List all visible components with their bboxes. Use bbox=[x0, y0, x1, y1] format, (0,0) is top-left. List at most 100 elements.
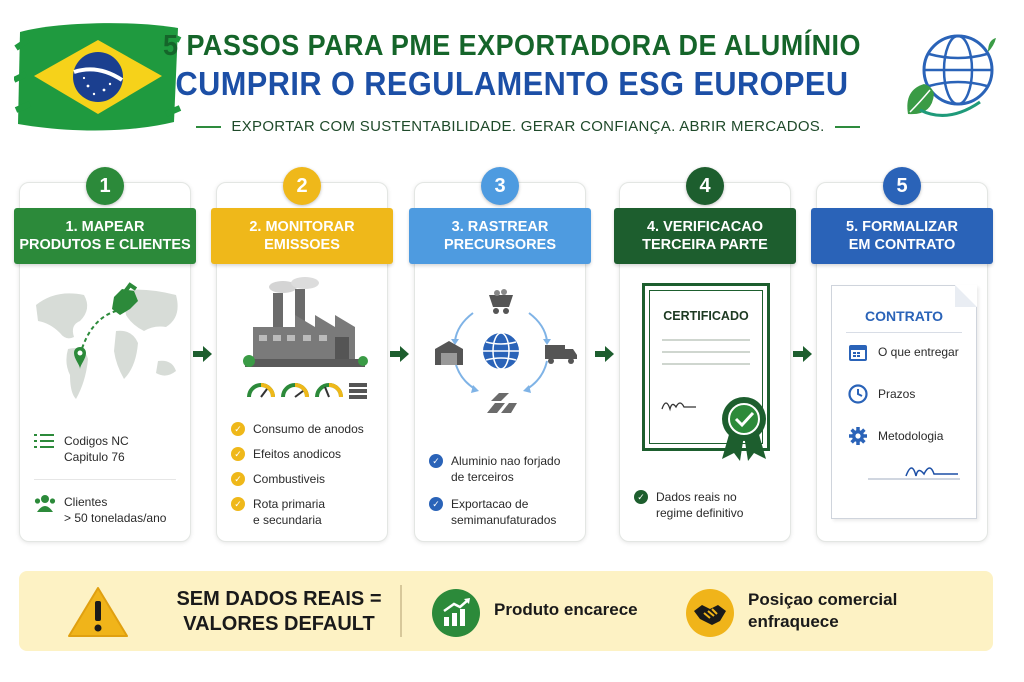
step-title-line: PRODUTOS E CLIENTES bbox=[19, 237, 191, 253]
step-title: 3. RASTREAR PRECURSORES bbox=[409, 208, 591, 264]
list-item-text: Dados reais no regime definitivo bbox=[656, 489, 743, 521]
list-item-text: Consumo de anodos bbox=[253, 422, 364, 436]
list-item-line: regime definitivo bbox=[656, 506, 744, 520]
list-item-line: de terceiros bbox=[451, 470, 514, 484]
handshake-icon bbox=[686, 589, 734, 637]
people-icon bbox=[34, 495, 56, 512]
step-title: 4. VERIFICACAO TERCEIRA PARTE bbox=[614, 208, 796, 264]
page-title: 5 PASSOS PARA PME EXPORTADORA DE ALUMÍNI… bbox=[163, 30, 861, 62]
certificate-icon: CERTIFICADO bbox=[642, 283, 770, 451]
list-item: ✓ Exportacao de semimanufaturados bbox=[429, 496, 577, 528]
list-item-line: Rota primaria bbox=[253, 497, 326, 511]
list-item-line: Dados reais no bbox=[656, 490, 737, 504]
supply-cycle-icon bbox=[435, 289, 577, 413]
divider bbox=[196, 125, 222, 128]
step-title: 5. FORMALIZAR EM CONTRATO bbox=[811, 208, 993, 264]
warning-banner: SEM DADOS REAIS = VALORES DEFAULT Produt… bbox=[19, 571, 993, 651]
signature-icon bbox=[905, 467, 958, 477]
consequence-line: Posiçao comercial bbox=[748, 590, 898, 609]
tagline: EXPORTAR COM SUSTENTABILIDADE. GERAR CON… bbox=[196, 118, 860, 135]
list-item: O que entregar bbox=[848, 342, 959, 362]
world-map-icon bbox=[36, 282, 178, 399]
divider bbox=[400, 585, 402, 637]
warning-line: SEM DADOS REAIS = bbox=[176, 588, 382, 610]
consequence-position: Posiçao comercial enfraquece bbox=[748, 589, 897, 633]
list-item: Metodologia bbox=[848, 426, 943, 446]
price-up-icon bbox=[432, 589, 480, 637]
warning-icon bbox=[68, 587, 128, 637]
factory-icon bbox=[243, 277, 368, 399]
tagline-text: EXPORTAR COM SUSTENTABILIDADE. GERAR CON… bbox=[231, 118, 825, 135]
step-number: 1 bbox=[86, 167, 124, 205]
list-item-line: Exportacao de bbox=[451, 497, 529, 511]
check-icon: ✓ bbox=[231, 422, 245, 436]
list-item: ✓ Dados reais no regime definitivo bbox=[634, 489, 782, 521]
list-item-detail: > 50 toneladas/ano bbox=[64, 511, 167, 525]
list-item-label: Clientes bbox=[64, 495, 108, 509]
step-number: 4 bbox=[686, 167, 724, 205]
brazil-flag-icon bbox=[14, 23, 182, 131]
list-item: ✓Combustiveis bbox=[231, 471, 379, 487]
list-item-label: Codigos NC bbox=[64, 434, 129, 448]
step-title: 2. MONITORAR EMISSOES bbox=[211, 208, 393, 264]
divider bbox=[34, 479, 176, 480]
step-number: 3 bbox=[481, 167, 519, 205]
step-number: 5 bbox=[883, 167, 921, 205]
arrow-right-icon bbox=[595, 346, 614, 362]
step-title-line: 2. MONITORAR bbox=[249, 219, 355, 235]
step-card-3: 3 3. RASTREAR PRECURSORES ✓ Aluminio nao… bbox=[409, 167, 591, 542]
list-item-text: Clientes > 50 toneladas/ano bbox=[64, 494, 166, 526]
list-item-text: Exportacao de semimanufaturados bbox=[451, 496, 556, 528]
step-title-line: EM CONTRATO bbox=[848, 237, 956, 253]
list-item-line: semimanufaturados bbox=[451, 513, 557, 527]
list-item: Prazos bbox=[848, 384, 915, 404]
step-title-line: 1. MAPEAR bbox=[65, 219, 145, 235]
step-card-5: 5 5. FORMALIZAR EM CONTRATO CONTRATO O q… bbox=[811, 167, 993, 542]
step-card-1: 1 1. MAPEAR PRODUTOS E CLIENTES Codigos … bbox=[14, 167, 196, 542]
step-title-line: TERCEIRA PARTE bbox=[642, 237, 768, 253]
arrow-right-icon bbox=[390, 346, 409, 362]
step-title-line: 5. FORMALIZAR bbox=[846, 219, 958, 235]
list-icon bbox=[34, 434, 54, 448]
page-subtitle: CUMPRIR O REGULAMENTO ESG EUROPEU bbox=[175, 65, 849, 102]
list-item-text: Combustiveis bbox=[253, 472, 326, 486]
check-icon: ✓ bbox=[231, 497, 245, 511]
list-item-text: O que entregar bbox=[878, 345, 959, 359]
list-item-text: Metodologia bbox=[878, 429, 944, 443]
list-item-text: Efeitos anodicos bbox=[253, 447, 342, 461]
list-item: ✓ Aluminio nao forjado de terceiros bbox=[429, 453, 577, 485]
list-item-line: Aluminio nao forjado bbox=[451, 454, 561, 468]
step-title-line: 4. VERIFICACAO bbox=[646, 219, 763, 235]
arrow-right-icon bbox=[193, 346, 212, 362]
check-icon: ✓ bbox=[634, 490, 648, 504]
contract-title: CONTRATO bbox=[864, 308, 944, 324]
signature-icon bbox=[661, 402, 696, 412]
step-title-line: 3. RASTREAR bbox=[451, 219, 549, 235]
check-icon: ✓ bbox=[231, 447, 245, 461]
certificate-title: CERTIFICADO bbox=[663, 309, 749, 323]
no-data-warning: SEM DADOS REAIS = VALORES DEFAULT bbox=[159, 587, 399, 637]
seal-badge-icon bbox=[722, 397, 766, 461]
check-icon: ✓ bbox=[429, 497, 443, 511]
step-title-line: PRECURSORES bbox=[444, 237, 556, 253]
list-item: ✓ Consumo de anodos bbox=[231, 421, 379, 437]
arrow-right-icon bbox=[793, 346, 812, 362]
list-item-text: Aluminio nao forjado de terceiros bbox=[451, 453, 560, 485]
list-item: ✓ Efeitos anodicos bbox=[231, 446, 379, 462]
consequence-price: Produto encarece bbox=[494, 600, 638, 619]
step-card-4: 4 4. VERIFICACAO TERCEIRA PARTE CERTIFIC… bbox=[614, 167, 796, 542]
consequence-line: enfraquece bbox=[748, 612, 839, 631]
clock-icon bbox=[848, 384, 868, 404]
step-number: 2 bbox=[283, 167, 321, 205]
warning-line: VALORES DEFAULT bbox=[183, 613, 375, 635]
check-icon: ✓ bbox=[429, 454, 443, 468]
gear-icon bbox=[849, 427, 867, 445]
step-title-line: EMISSOES bbox=[264, 237, 340, 253]
step-title: 1. MAPEAR PRODUTOS E CLIENTES bbox=[14, 208, 196, 264]
list-item-text: Prazos bbox=[878, 387, 916, 401]
list-item-text: Codigos NC Capitulo 76 bbox=[64, 433, 129, 465]
list-item: Codigos NC Capitulo 76 bbox=[34, 433, 182, 465]
contract-icon: CONTRATO O que entregar Prazos Metodolog… bbox=[831, 285, 977, 519]
